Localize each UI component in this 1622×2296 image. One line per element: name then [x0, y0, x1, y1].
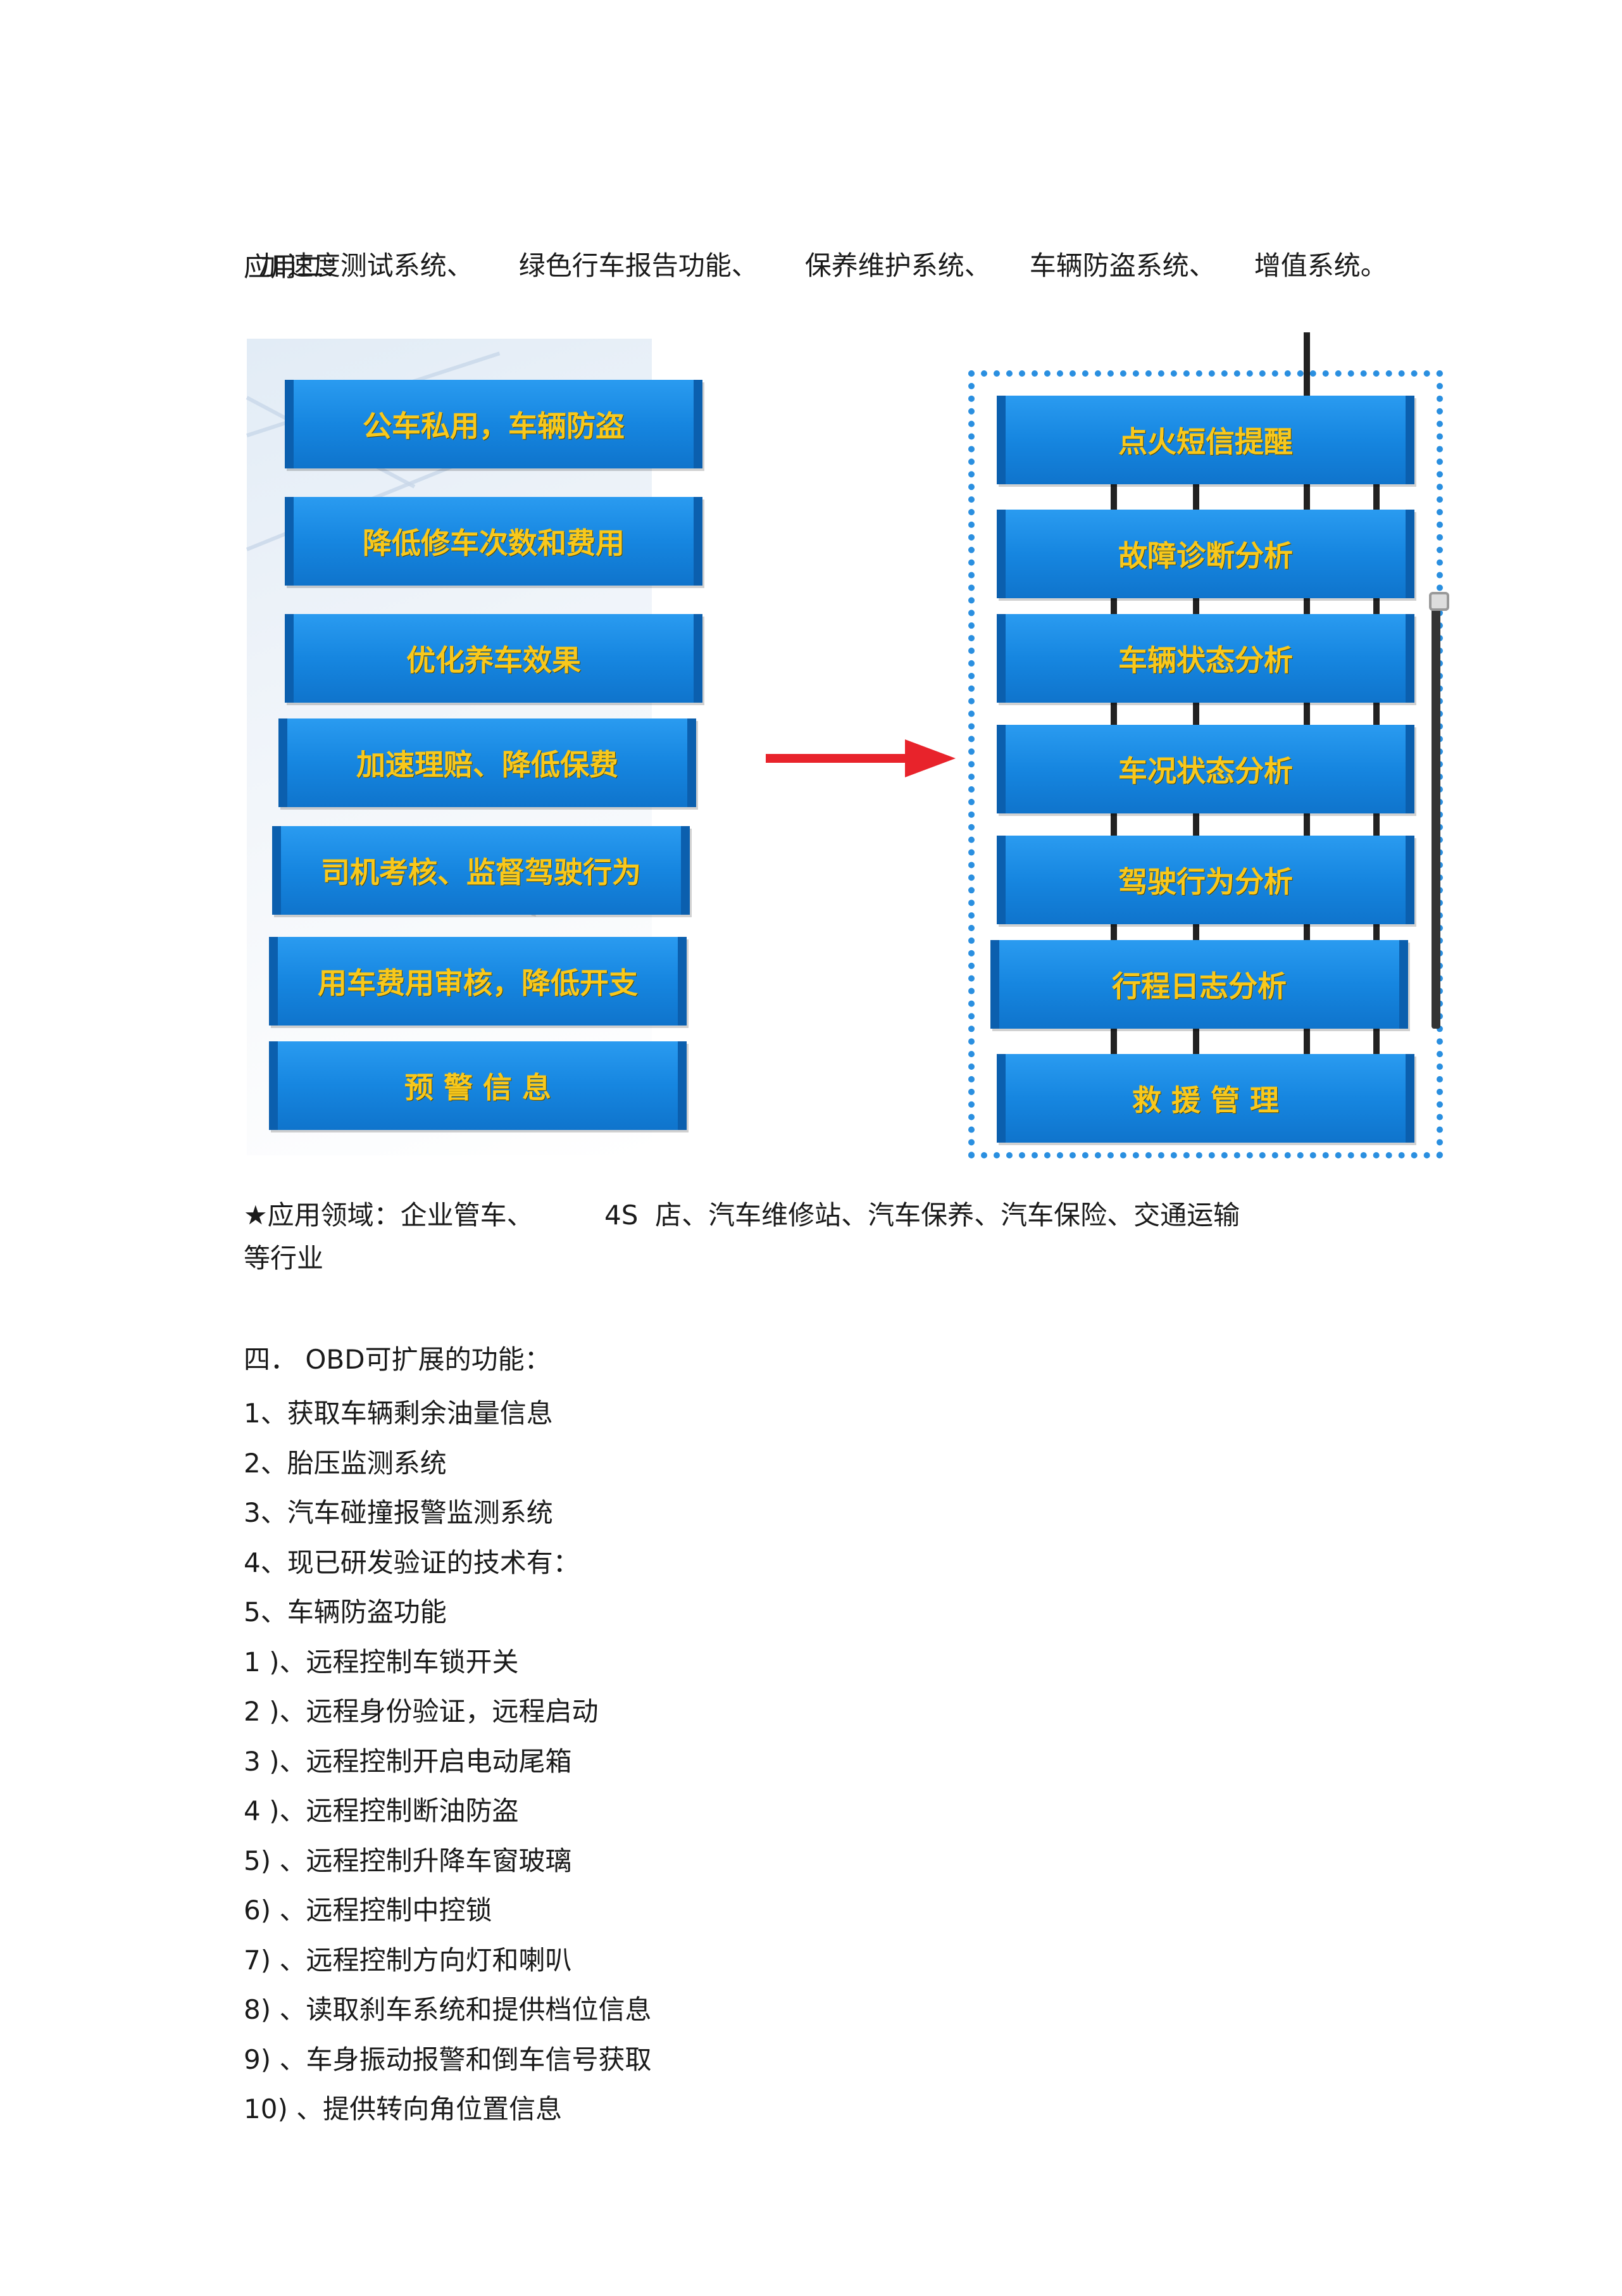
right-box: 车况状态分析 [997, 725, 1414, 813]
list-item: 9) 、车身振动报警和倒车信号获取 [244, 2043, 652, 2075]
left-box: 预 警 信 息 [269, 1041, 687, 1130]
right-box: 点火短信提醒 [997, 396, 1414, 484]
intro-line-1: 加速度测试系统、 绿色行车报告功能、 保养维护系统、 车辆防盗系统、 增值系统。 [244, 209, 1387, 285]
list-item: 2 )、远程身份验证，远程启动 [244, 1696, 599, 1727]
application-line-2: 等行业 [244, 1243, 324, 1274]
list-item: 3 )、远程控制开启电动尾箱 [244, 1745, 572, 1777]
left-box: 用车费用审核，降低开支 [269, 937, 687, 1026]
hook-icon [1429, 592, 1449, 611]
right-box: 故障诊断分析 [997, 510, 1414, 598]
intro-item: 车辆防盗系统、 [1029, 250, 1216, 281]
list-item: 3、汽车碰撞报警监测系统 [244, 1497, 553, 1528]
application-part-b: 4S 店、汽车维修站、汽车保养、汽车保险、交通运输 [604, 1200, 1240, 1231]
intro-item: 保养维护系统、 [804, 250, 991, 281]
list-item: 5、车辆防盗功能 [244, 1597, 447, 1628]
left-box: 降低修车次数和费用 [285, 497, 702, 586]
list-item: 5) 、远程控制升降车窗玻璃 [244, 1845, 572, 1876]
list-item: 1、获取车辆剩余油量信息 [244, 1398, 553, 1429]
left-box: 优化养车效果 [285, 614, 702, 703]
arrow-head-icon [905, 739, 956, 777]
intro-item: 增值系统。 [1254, 250, 1387, 281]
right-box: 驾驶行为分析 [997, 836, 1414, 924]
feature-list: 1、获取车辆剩余油量信息 2、胎压监测系统 3、汽车碰撞报警监测系统 4、现已研… [244, 1389, 651, 2135]
list-item: 8) 、读取刹车系统和提供档位信息 [244, 1994, 652, 2025]
list-item: 2、胎压监测系统 [244, 1447, 447, 1479]
right-box: 救 援 管 理 [997, 1054, 1414, 1143]
application-part-a: ★应用领域：企业管车、 [244, 1200, 533, 1231]
left-box: 公车私用，车辆防盗 [285, 380, 702, 468]
list-item: 4 )、远程控制断油防盗 [244, 1795, 519, 1826]
obd-application-diagram: 鹏 公车私用，车辆防盗 降低修车次数和费用 优化养车效果 加速理赔、降低保费 司… [240, 332, 1475, 1174]
intro-item: 绿色行车报告功能、 [518, 250, 758, 281]
list-item: 1 )、远程控制车锁开关 [244, 1646, 519, 1678]
intro-item: 加速度测试系统、 [260, 250, 473, 281]
arrow-shaft [766, 754, 918, 763]
list-item: 7) 、远程控制方向灯和喇叭 [244, 1944, 572, 1976]
right-box: 车辆状态分析 [997, 614, 1414, 703]
list-item: 4、现已研发验证的技术有： [244, 1546, 580, 1578]
section-title: 四． OBD可扩展的功能： [244, 1344, 551, 1375]
left-box: 司机考核、监督驾驶行为 [272, 826, 690, 915]
left-box: 加速理赔、降低保费 [278, 718, 696, 807]
intro-line-2: 应用二： [244, 251, 351, 282]
application-line-1: ★应用领域：企业管车、 4S 店、汽车维修站、汽车保养、汽车保险、交通运输 [244, 1196, 1240, 1234]
right-box: 行程日志分析 [990, 940, 1408, 1029]
side-rail [1432, 598, 1440, 1029]
list-item: 6) 、远程控制中控锁 [244, 1895, 492, 1926]
list-item: 10) 、提供转向角位置信息 [244, 2093, 563, 2124]
